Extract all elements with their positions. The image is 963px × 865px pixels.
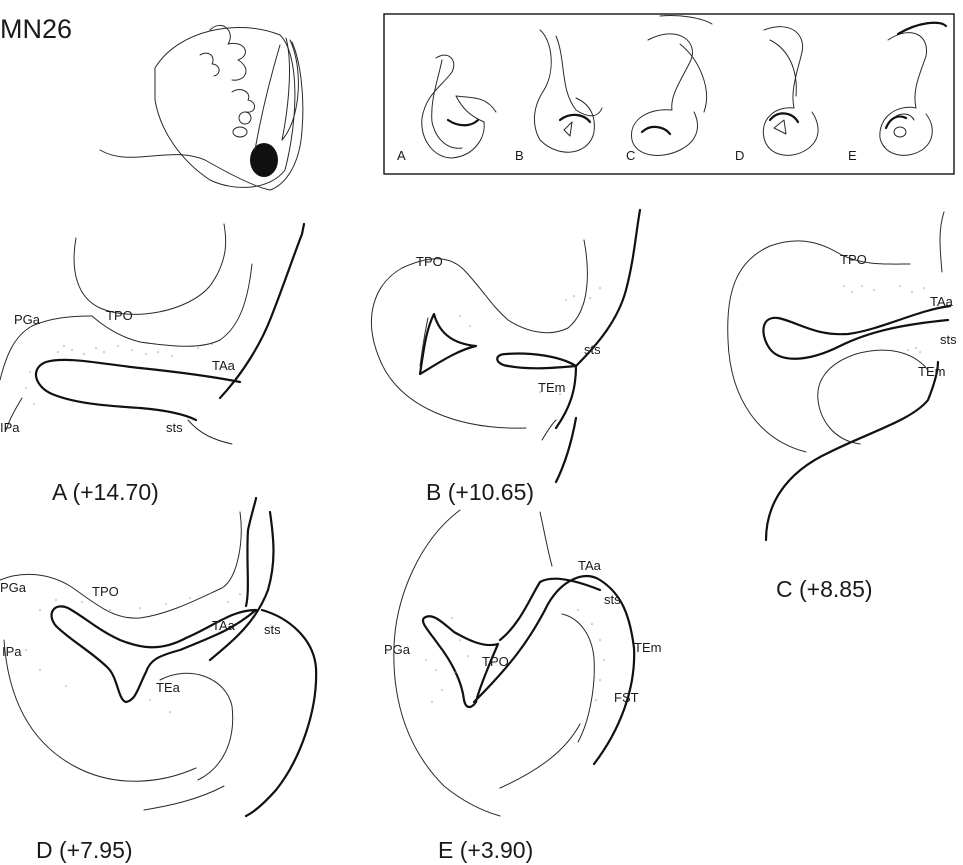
area-label-tpo-b: TPO [416,254,443,269]
section-a-caption: A (+14.70) [52,479,159,505]
area-label-taa-e: TAa [578,558,602,573]
area-label-tpo-c: TPO [840,252,867,267]
key-strip-frame [384,14,954,174]
section-d-caption: D (+7.95) [36,837,133,863]
area-label-tem-c: TEm [918,364,945,379]
section-key-strip: A B C D E [384,14,954,174]
key-label-b: B [515,148,524,163]
area-label-pga-d: PGa [0,580,27,595]
area-label-tpo-a: TPO [106,308,133,323]
area-label-tem-b: TEm [538,380,565,395]
key-thumbnail-b [534,30,602,152]
area-label-tpo-d: TPO [92,584,119,599]
area-label-pga-a: PGa [14,312,41,327]
key-thumbnail-a [422,55,496,158]
area-label-tem-e: TEm [634,640,661,655]
area-label-tpo-e: TPO [482,654,509,669]
lesion-mark [250,143,278,177]
section-c-caption: C (+8.85) [776,576,873,602]
area-label-taa-a: TAa [212,358,236,373]
area-label-sts-c: sts [940,332,957,347]
area-label-ipa-d: IPa [2,644,22,659]
area-label-tea-d: TEa [156,680,181,695]
area-label-pga-e: PGa [384,642,411,657]
section-b-caption: B (+10.65) [426,479,534,505]
area-label-sts-e: sts [604,592,621,607]
key-thumbnail-d [763,27,818,156]
section-e-caption: E (+3.90) [438,837,533,863]
area-label-taa-d: TAa [212,618,236,633]
area-label-sts-a: sts [166,420,183,435]
area-label-sts-b: sts [584,342,601,357]
area-label-taa-c: TAa [930,294,954,309]
area-label-ipa-a: IPa [0,420,20,435]
key-label-c: C [626,148,635,163]
section-a-drawing: PGa TPO TAa IPa sts [0,224,304,444]
area-label-fst-e: FST [614,690,639,705]
key-label-d: D [735,148,744,163]
brain-overview [100,25,303,190]
key-thumbnail-c [631,15,712,155]
area-label-sts-d: sts [264,622,281,637]
section-b-drawing: TPO sts TEm [371,210,640,482]
key-thumbnail-e [880,23,946,156]
section-e-drawing: TAa sts TEm PGa TPO FST [384,510,661,816]
key-label-a: A [397,148,406,163]
section-c-drawing: TPO TAa sts TEm [728,212,957,540]
key-label-e: E [848,148,857,163]
figure-title: MN26 [0,14,72,44]
section-d-drawing: PGa TPO TAa sts IPa TEa [0,498,316,816]
